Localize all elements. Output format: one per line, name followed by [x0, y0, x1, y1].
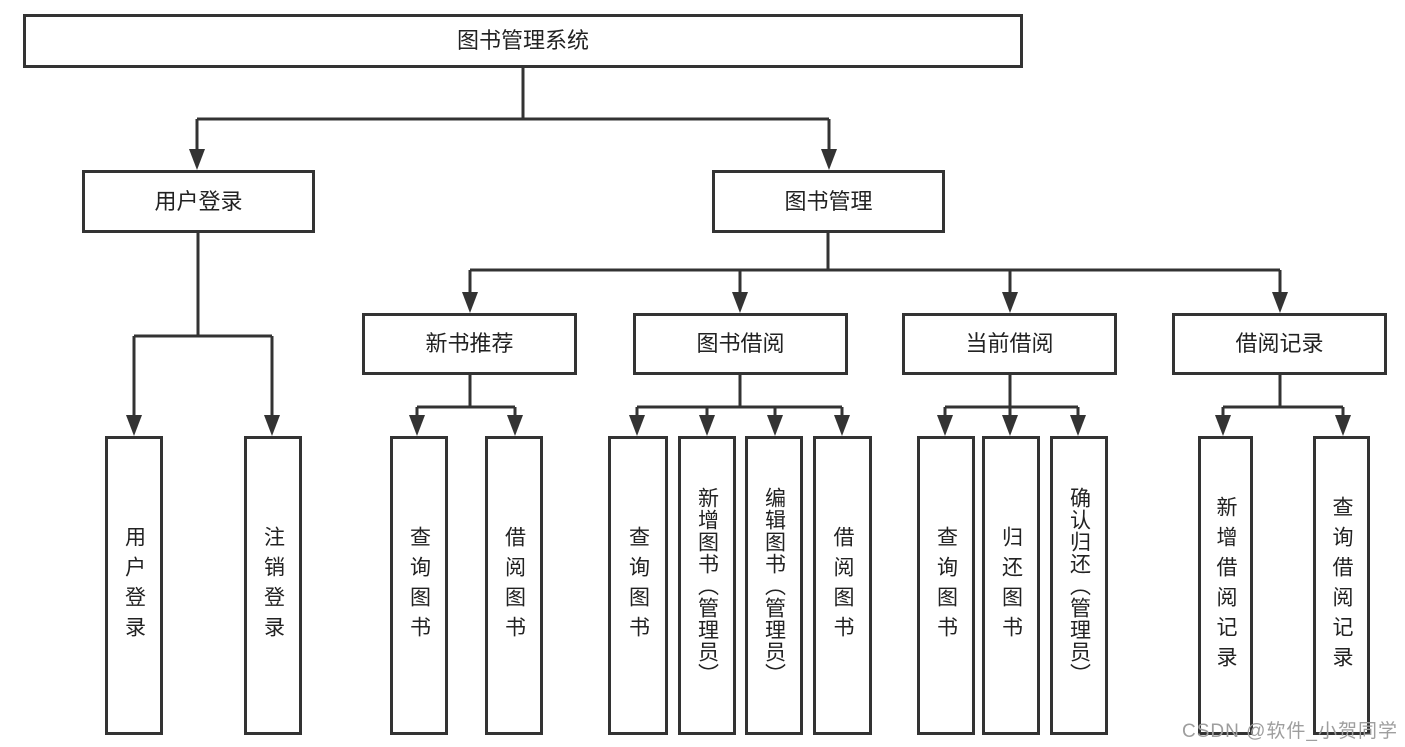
leaf-edit-books-admin: 编辑图书（管理员）: [745, 436, 803, 735]
node-borrow-records: 借阅记录: [1172, 313, 1387, 375]
root-node-library-system: 图书管理系统: [23, 14, 1023, 68]
leaf-return-books: 归还图书: [982, 436, 1040, 735]
leaf-logout: 注销登录: [244, 436, 302, 735]
node-user-login: 用户登录: [82, 170, 315, 233]
leaf-add-books-admin: 新增图书（管理员）: [678, 436, 736, 735]
node-book-management: 图书管理: [712, 170, 945, 233]
leaf-query-books-borrow: 查询图书: [608, 436, 668, 735]
node-current-borrowing: 当前借阅: [902, 313, 1117, 375]
leaf-borrow-books: 借阅图书: [813, 436, 872, 735]
leaf-add-borrow-record: 新增借阅记录: [1198, 436, 1253, 735]
leaf-user-login: 用户登录: [105, 436, 163, 735]
csdn-watermark: CSDN @软件_小贺同学: [1182, 721, 1398, 742]
leaf-query-books-current: 查询图书: [917, 436, 975, 735]
node-new-book-recommend: 新书推荐: [362, 313, 577, 375]
leaf-query-books-recommend: 查询图书: [390, 436, 448, 735]
leaf-confirm-return-admin: 确认归还（管理员）: [1050, 436, 1108, 735]
node-book-borrowing: 图书借阅: [633, 313, 848, 375]
leaf-query-borrow-record: 查询借阅记录: [1313, 436, 1370, 735]
leaf-borrow-books-recommend: 借阅图书: [485, 436, 543, 735]
